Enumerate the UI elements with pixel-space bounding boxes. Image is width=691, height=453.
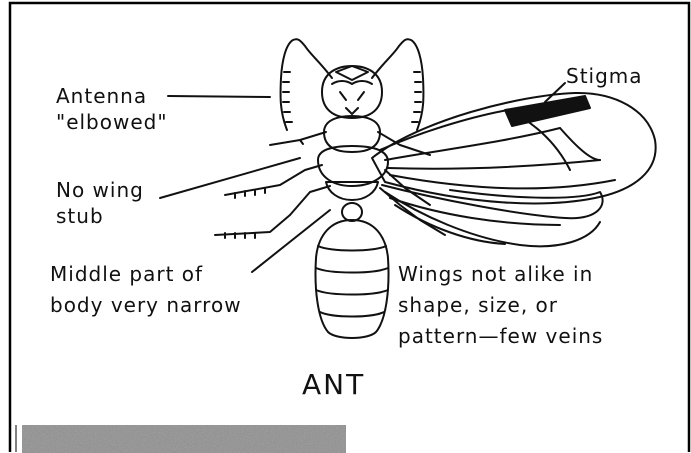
label-middle-line2: body very narrow xyxy=(50,290,242,320)
photo-strip xyxy=(22,425,346,453)
antenna-left xyxy=(281,39,332,130)
leg-front-left xyxy=(270,132,326,145)
label-antenna-line2: "elbowed" xyxy=(56,107,168,137)
figure-caption: ANT xyxy=(302,370,365,400)
label-wings-line2: shape, size, or xyxy=(398,290,558,320)
label-wings-line1: Wings not alike in xyxy=(398,259,593,289)
ant-head xyxy=(322,66,382,118)
ant-abdomen xyxy=(316,220,389,338)
pointer-no-wing xyxy=(160,158,300,198)
leg-front-right xyxy=(378,132,430,155)
antenna-right xyxy=(372,39,423,130)
pointer-middle xyxy=(252,210,330,272)
ant-petiole xyxy=(342,203,362,221)
leg-middle-left xyxy=(225,165,322,198)
label-middle-line1: Middle part of xyxy=(50,259,203,289)
label-stigma: Stigma xyxy=(566,61,643,91)
pointer-antenna xyxy=(168,96,270,97)
label-no-wing-line2: stub xyxy=(56,201,104,231)
label-wings-line3: pattern—few veins xyxy=(398,321,603,351)
